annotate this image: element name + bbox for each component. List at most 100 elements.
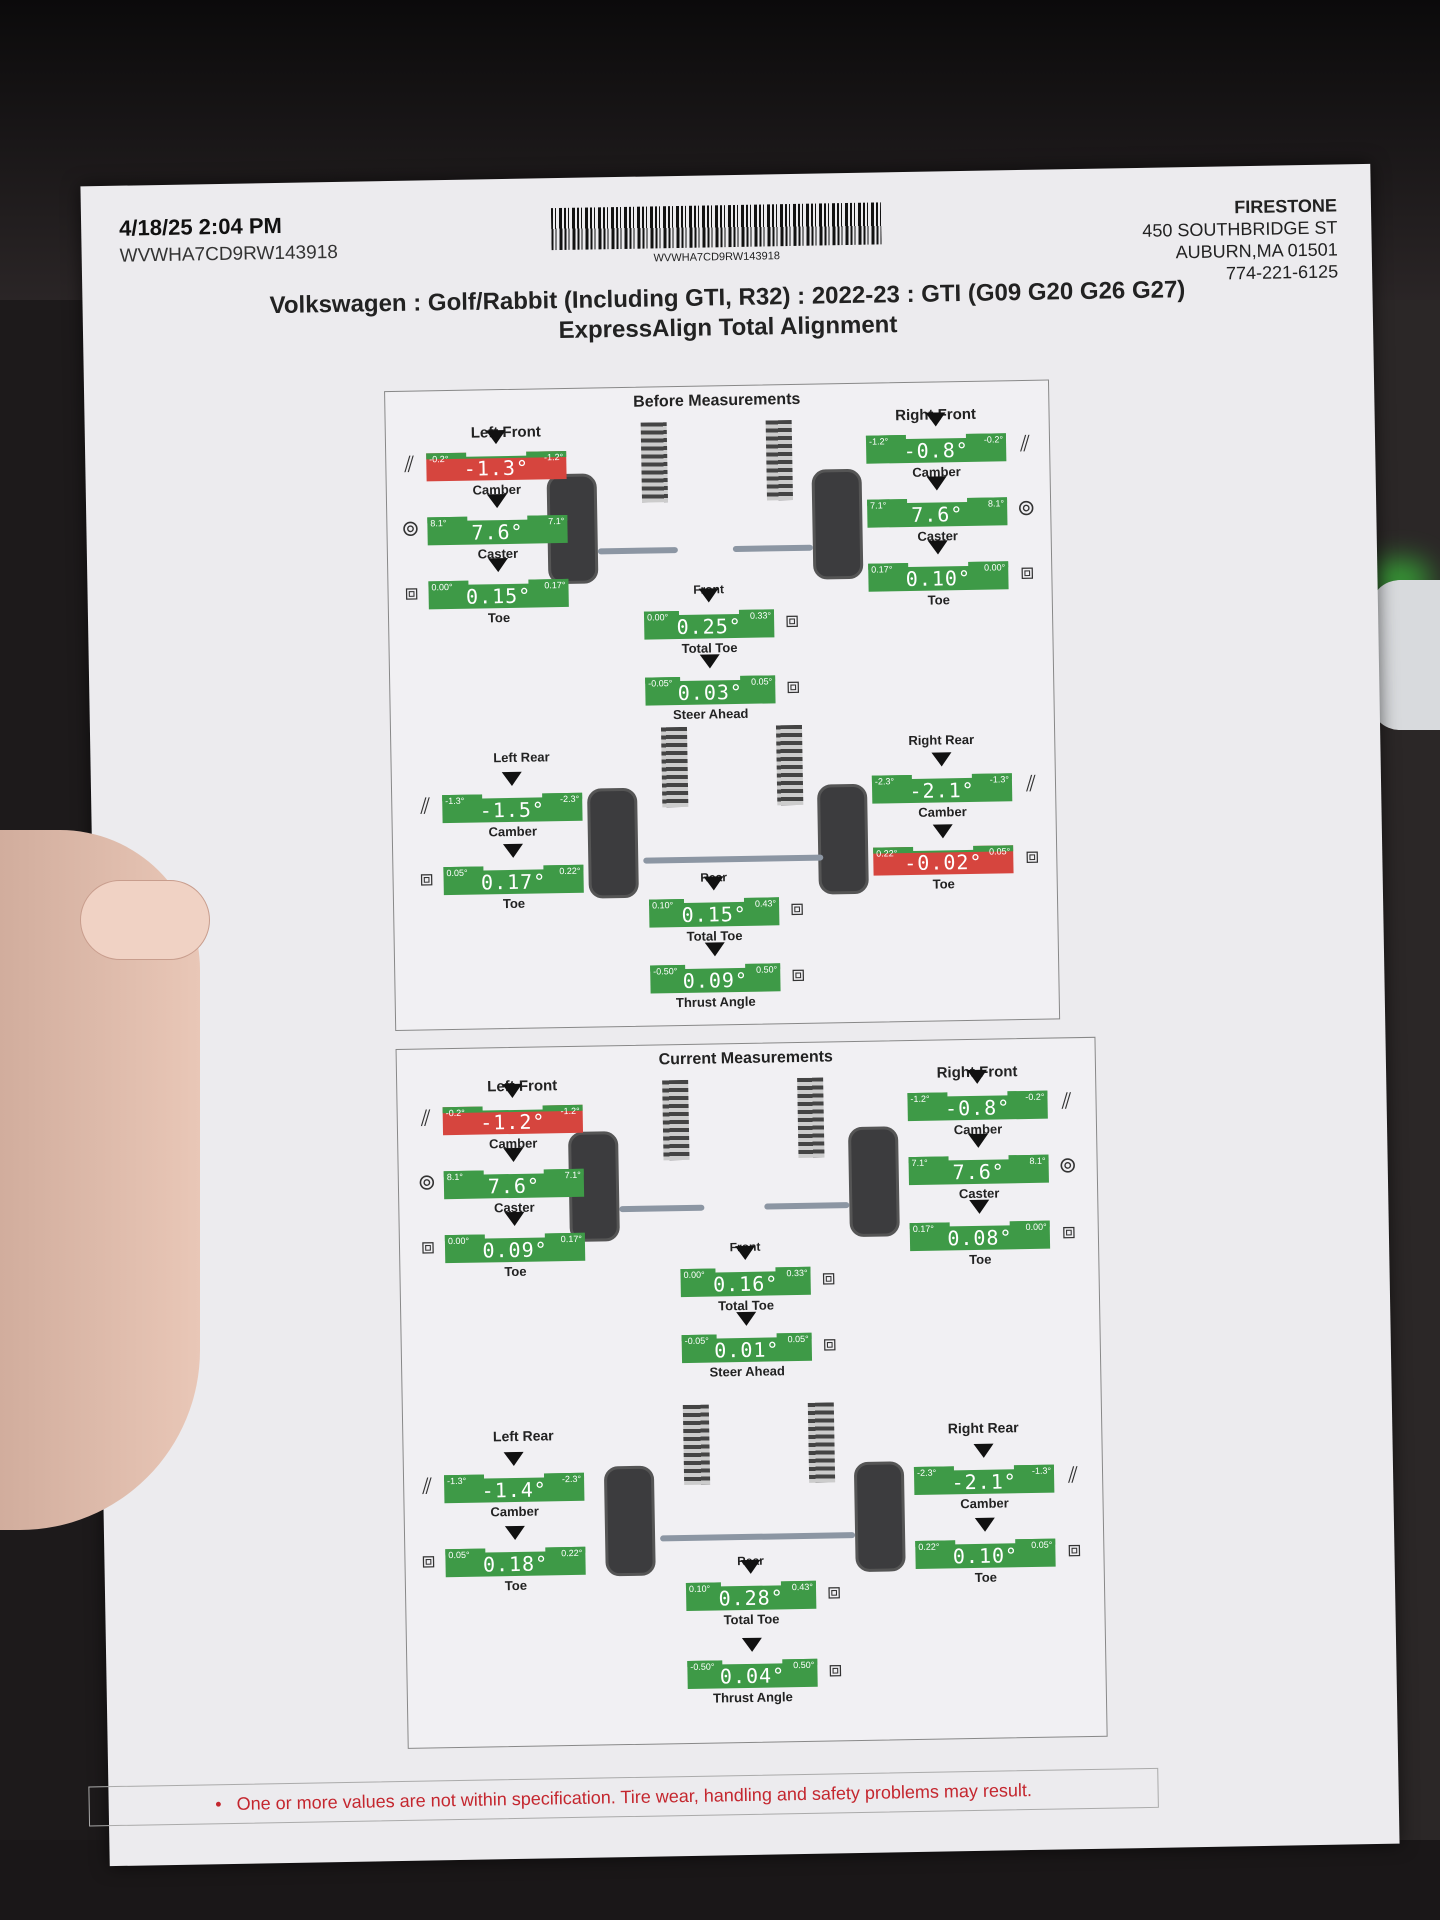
gauge-label: Toe <box>504 1263 527 1280</box>
before-rf-caster-gauge: 7.1°8.1° 7.6° <box>867 476 1008 528</box>
model-car <box>1370 580 1440 730</box>
gauge-value: -0.02° <box>904 849 983 876</box>
gauge-label: Toe <box>487 609 511 626</box>
gauge-value: -2.1° <box>909 777 975 804</box>
front-right-spring <box>765 420 794 501</box>
gauge-value: 0.18° <box>482 1551 549 1577</box>
before-rr-toe-gauge: 0.22°0.05° -0.02° <box>873 824 1014 876</box>
gauge-label: Toe <box>504 1577 528 1594</box>
left-rear-label: Left Rear <box>493 749 550 766</box>
rear-right-spring <box>775 724 804 806</box>
before-steer-ahead-gauge: -0.05°0.05° 0.03° <box>645 654 776 706</box>
toe-icon: ⧈ <box>404 579 419 605</box>
warning-box: • One or more values are not within spec… <box>88 1767 1159 1827</box>
front-left-arm <box>619 1204 705 1213</box>
gauge-value: -0.8° <box>903 437 969 464</box>
toe-icon: ⧈ <box>419 865 434 891</box>
front-right-wheel <box>811 468 864 580</box>
rear-right-spring <box>807 1402 836 1483</box>
current-thrust-angle-gauge: -0.50°0.50° 0.04° <box>687 1637 818 1690</box>
before-rf-camber-gauge: -1.2°-0.2° -0.8° <box>865 412 1007 464</box>
camber-icon: ⫽ <box>1025 770 1037 796</box>
left-rear-label: Left Rear <box>492 1427 554 1445</box>
gauge-value: 0.04° <box>719 1663 786 1689</box>
gauge-value: -1.2° <box>480 1109 546 1135</box>
car-icon: ⧈ <box>828 1656 843 1682</box>
report-vin: WVWHA7CD9RW143918 <box>119 241 339 267</box>
toe-icon: ⧈ <box>784 606 800 633</box>
before-lf-caster-gauge: 8.1°7.1° 7.6° <box>427 493 568 546</box>
current-front-total-toe-gauge: 0.00°0.33° 0.16° <box>680 1245 811 1298</box>
gauge-value: 0.10° <box>952 1543 1019 1569</box>
gauge-label: Toe <box>974 1569 998 1585</box>
gauge-label: Camber <box>490 1503 539 1520</box>
gauge-value: 0.15° <box>465 583 532 609</box>
right-rear-label: Right Rear <box>947 1419 1019 1437</box>
front-right-arm <box>764 1202 850 1210</box>
toe-icon: ⧈ <box>420 1233 436 1259</box>
current-rr-camber-gauge: -2.3°-1.3° -2.1° <box>913 1443 1055 1496</box>
before-measurements: Before Measurements Left Front ⫽ -0.2°-1… <box>384 379 1061 1032</box>
gauge-value: 0.01° <box>714 1337 780 1363</box>
toe-icon: ⧈ <box>821 1264 836 1290</box>
rear-right-wheel <box>816 783 869 895</box>
report-datetime: 4/18/25 2:04 PM <box>118 212 283 241</box>
before-lf-camber-gauge: -0.2°-1.2° -1.3° <box>426 429 567 482</box>
gauge-value: -1.4° <box>481 1477 548 1503</box>
toe-icon: ⧈ <box>1061 1218 1077 1244</box>
gauge-value: 0.28° <box>718 1585 784 1611</box>
front-left-spring <box>662 1079 690 1161</box>
barcode <box>550 202 882 251</box>
gauge-label: Thrust Angle <box>675 993 756 1011</box>
current-rf-toe-gauge: 0.17°0.00° 0.08° <box>909 1199 1051 1252</box>
barcode-text: WVWHA7CD9RW143918 <box>653 250 781 265</box>
camber-icon: ⫽ <box>1061 1088 1072 1114</box>
gauge-label: Total Toe <box>723 1611 780 1628</box>
rear-left-spring <box>660 726 689 808</box>
before-rf-toe-gauge: 0.17°0.00° 0.10° <box>868 540 1009 592</box>
current-measurements: Current Measurements Left Front ⫽ -0.2°-… <box>395 1036 1108 1749</box>
gauge-value: 7.6° <box>487 1173 541 1199</box>
toe-icon: ⧈ <box>1067 1536 1082 1562</box>
before-lr-toe-gauge: 0.05°0.22° 0.17° <box>443 843 584 896</box>
gauge-value: 0.03° <box>677 679 744 706</box>
gauge-label: Toe <box>932 876 955 892</box>
rear-right-wheel <box>853 1461 906 1573</box>
rear-left-spring <box>682 1404 711 1486</box>
before-rear-total-toe-gauge: 0.10°0.43° 0.15° <box>648 876 780 928</box>
rear-left-wheel <box>603 1465 656 1577</box>
before-rr-camber-gauge: -2.3°-1.3° -2.1° <box>871 752 1013 804</box>
camber-icon: ⫽ <box>422 1473 433 1499</box>
front-right-arm <box>732 544 813 553</box>
gauge-label: Toe <box>969 1251 992 1268</box>
current-lr-camber-gauge: -1.3°-2.3° -1.4° <box>443 1451 585 1504</box>
gauge-value: 0.25° <box>676 613 743 640</box>
gauge-label: Toe <box>927 592 950 608</box>
before-thrust-angle-gauge: -0.50°0.50° 0.09° <box>650 942 781 994</box>
warning-message: One or more values are not within specif… <box>236 1780 1033 1814</box>
right-rear-label: Right Rear <box>908 731 975 749</box>
gauge-value: 0.09° <box>682 967 749 993</box>
current-rf-camber-gauge: -1.2°-0.2° -0.8° <box>907 1069 1048 1122</box>
toe-icon: ⧈ <box>1025 842 1040 868</box>
gauge-value: 7.6° <box>471 519 524 545</box>
camber-icon: ⫽ <box>1019 430 1031 457</box>
toe-icon: ⧈ <box>1020 558 1035 585</box>
current-lf-toe-gauge: 0.00°0.17° 0.09° <box>444 1211 586 1264</box>
gauge-value: 0.09° <box>482 1237 548 1263</box>
camber-icon: ⫽ <box>420 793 431 819</box>
front-left-spring <box>640 422 669 503</box>
gauge-label: Steer Ahead <box>709 1363 786 1380</box>
rear-left-wheel <box>587 787 639 899</box>
front-right-wheel <box>847 1126 900 1238</box>
report-title: Volkswagen : Golf/Rabbit (Including GTI,… <box>82 272 1373 355</box>
gauge-value: -2.1° <box>951 1469 1017 1495</box>
current-lf-camber-gauge: -0.2°-1.2° -1.2° <box>442 1083 584 1136</box>
rear-axle <box>660 1532 856 1542</box>
report-header-left: 4/18/25 2:04 PM WVWHA7CD9RW143918 <box>119 212 338 268</box>
gauge-value: 0.17° <box>480 869 547 895</box>
gauge-value: 0.16° <box>712 1271 779 1297</box>
toe-icon: ⧈ <box>421 1547 436 1573</box>
current-rr-toe-gauge: 0.22°0.05° 0.10° <box>915 1517 1056 1570</box>
front-left-arm <box>597 547 678 555</box>
